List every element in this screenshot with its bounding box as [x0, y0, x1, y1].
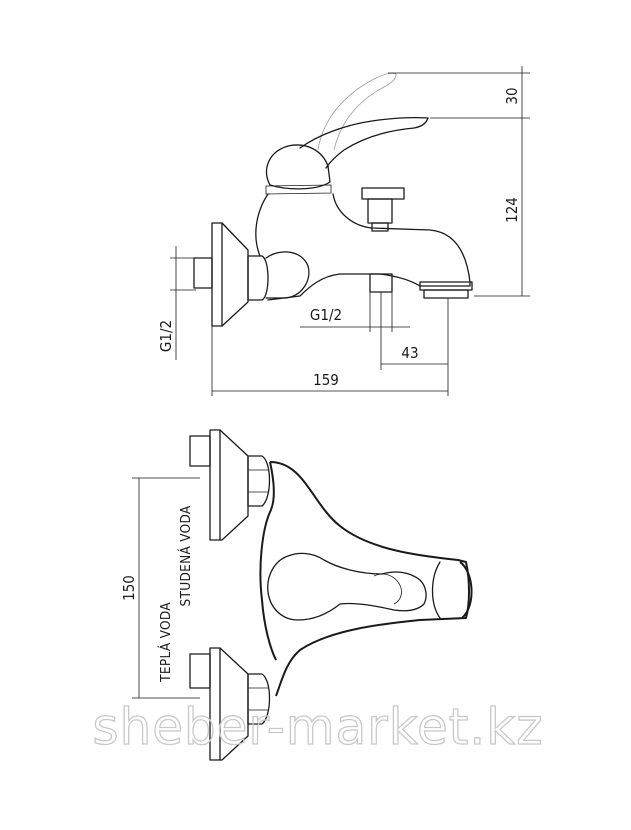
dim-43-label: 43 [401, 344, 418, 362]
wall-flange [211, 222, 249, 327]
top-spout-cap [431, 561, 441, 619]
dim-outlet-thread-label: G1/2 [310, 306, 342, 324]
dim-30-label: 30 [503, 87, 521, 104]
top-cold-inlet [189, 429, 271, 541]
top-hot-inlet [189, 647, 271, 761]
label-cold-water: STUDENÁ VODA [177, 505, 194, 606]
handle-lever [299, 116, 429, 169]
dim-124-label: 124 [503, 197, 521, 223]
handle-cap [265, 144, 331, 190]
outlet-pipe [369, 273, 393, 293]
dim-150 [132, 477, 200, 699]
diverter-knob [361, 187, 405, 232]
dim-inlet-thread [170, 246, 196, 360]
dim-159 [211, 326, 449, 396]
watermark: sheber-market.kz [93, 698, 544, 756]
handle-raised-outline [317, 72, 397, 151]
eccentric-connector [193, 257, 213, 289]
dim-outlet-thread [300, 292, 410, 332]
dim-43 [380, 292, 449, 370]
side-view: 30 124 G1/2 G1/2 43 1 [157, 66, 530, 396]
union-nut [247, 251, 310, 301]
label-hot-water: TEPLÁ VODA [157, 602, 174, 683]
body-outline [255, 193, 471, 301]
dim-159-label: 159 [313, 371, 339, 389]
top-lever [267, 552, 427, 621]
top-body-outline [259, 461, 470, 697]
top-view: 150 STUDENÁ VODA TEPLÁ VODA [120, 429, 473, 761]
dim-30 [388, 66, 530, 296]
dim-inlet-thread-label: G1/2 [157, 320, 175, 352]
dim-150-label: 150 [120, 575, 138, 601]
spout-aerator [419, 281, 473, 299]
